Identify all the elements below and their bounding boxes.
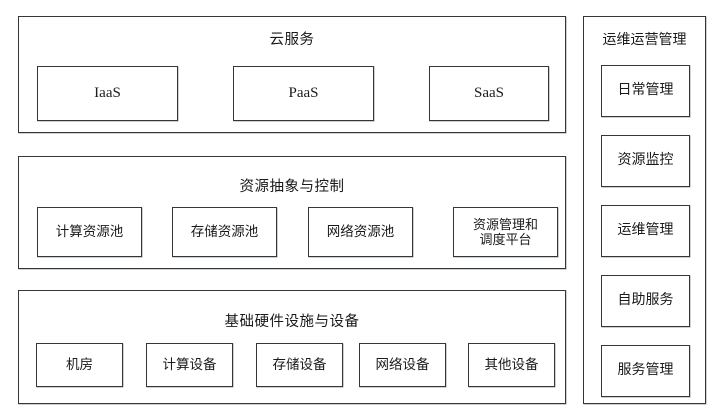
node-storage-resource-pool-label: 存储资源池 xyxy=(190,224,259,240)
sidebar-item-service-management-label: 服务管理 xyxy=(617,362,674,378)
node-resource-management-platform-label-line2: 调度平台 xyxy=(479,232,532,247)
layer-resource-abstraction-title: 资源抽象与控制 xyxy=(239,179,345,195)
node-compute-resource-pool-label: 计算资源池 xyxy=(55,224,124,240)
node-saas[interactable]: SaaS xyxy=(429,66,549,121)
node-network-resource-pool[interactable]: 网络资源池 xyxy=(308,207,413,257)
sidebar-item-self-service[interactable]: 自助服务 xyxy=(601,275,690,327)
layer-resource-abstraction: 资源抽象与控制 计算资源池 存储资源池 网络资源池 资源管理和 调度平台 xyxy=(18,156,566,269)
node-compute-resource-pool[interactable]: 计算资源池 xyxy=(37,207,142,257)
node-datacenter-room[interactable]: 机房 xyxy=(36,343,123,387)
node-storage-resource-pool[interactable]: 存储资源池 xyxy=(172,207,277,257)
node-saas-label: SaaS xyxy=(474,84,504,101)
node-datacenter-room-label: 机房 xyxy=(66,357,93,373)
sidebar-item-ops-management[interactable]: 运维管理 xyxy=(601,205,690,257)
node-network-device-label: 网络设备 xyxy=(375,357,430,373)
node-compute-device-label: 计算设备 xyxy=(162,357,217,373)
layer-cloud-service: 云服务 IaaS PaaS SaaS xyxy=(18,16,566,133)
node-network-resource-pool-label: 网络资源池 xyxy=(326,224,395,240)
node-storage-device-label: 存储设备 xyxy=(272,357,327,373)
sidebar-item-daily-management[interactable]: 日常管理 xyxy=(601,65,690,117)
layer-infrastructure-title: 基础硬件设施与设备 xyxy=(224,314,360,330)
sidebar-item-service-management[interactable]: 服务管理 xyxy=(601,345,690,397)
layer-infrastructure: 基础硬件设施与设备 机房 计算设备 存储设备 网络设备 其他设备 xyxy=(18,290,566,404)
sidebar-item-resource-monitoring[interactable]: 资源监控 xyxy=(601,135,690,187)
node-other-device[interactable]: 其他设备 xyxy=(468,343,555,387)
node-compute-device[interactable]: 计算设备 xyxy=(146,343,233,387)
sidebar-item-self-service-label: 自助服务 xyxy=(617,292,674,308)
node-other-device-label: 其他设备 xyxy=(484,357,539,373)
node-paas-label: PaaS xyxy=(288,84,319,101)
node-iaas-label: IaaS xyxy=(94,84,121,101)
sidebar-item-daily-management-label: 日常管理 xyxy=(617,82,674,98)
node-resource-management-platform-label-line1: 资源管理和 xyxy=(472,216,538,232)
node-iaas[interactable]: IaaS xyxy=(37,66,178,121)
sidebar-item-resource-monitoring-label: 资源监控 xyxy=(617,152,674,168)
sidebar-item-ops-management-label: 运维管理 xyxy=(617,222,674,238)
sidebar-title: 运维运营管理 xyxy=(602,33,687,48)
node-resource-management-platform-label: 资源管理和 调度平台 xyxy=(473,217,538,248)
layer-cloud-service-title: 云服务 xyxy=(269,32,315,48)
node-storage-device[interactable]: 存储设备 xyxy=(256,343,343,387)
node-network-device[interactable]: 网络设备 xyxy=(359,343,446,387)
node-resource-management-platform[interactable]: 资源管理和 调度平台 xyxy=(453,207,558,257)
sidebar-operations-management: 运维运营管理 日常管理 资源监控 运维管理 自助服务 服务管理 xyxy=(583,16,706,404)
node-paas[interactable]: PaaS xyxy=(233,66,374,121)
